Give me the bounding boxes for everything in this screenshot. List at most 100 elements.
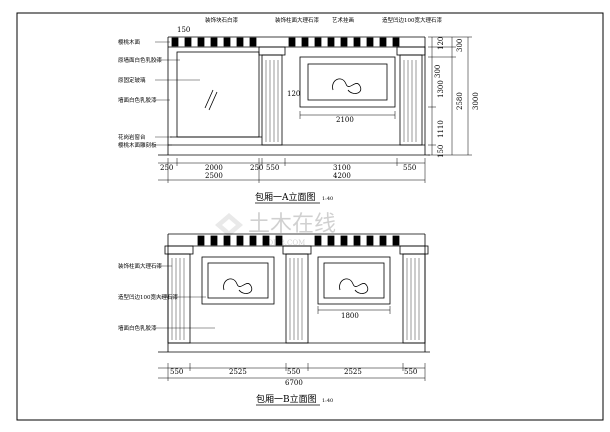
label-top-3: 艺术挂画 xyxy=(332,16,354,24)
dim-a-250-right: 250 xyxy=(250,164,263,172)
elevation-a xyxy=(155,36,472,183)
glass-mark xyxy=(204,89,214,109)
right-dims-a: 120 1300 1110 150 300 300 2580 3000 xyxy=(434,37,480,158)
corbel-block xyxy=(262,235,270,246)
picture-frame-a xyxy=(299,56,396,108)
label-b-side-2: 造型凹边100宽大理石漆 xyxy=(118,293,178,301)
corbel-block xyxy=(353,235,361,246)
watermark-logo-icon xyxy=(215,213,243,237)
label-side-6: 樱桃木面雕刻板 xyxy=(118,141,157,149)
dim-picture-1800: 1800 xyxy=(341,312,359,320)
label-b-side-3: 墙面白色乳胶漆 xyxy=(118,324,157,332)
dim-right-inner-1: 120 xyxy=(437,37,445,50)
dim-a-4200: 4200 xyxy=(333,172,351,180)
corbel-block xyxy=(210,37,218,47)
picture-frame-b1 xyxy=(201,256,275,305)
scale-elevation-a: 1:40 xyxy=(322,196,333,202)
label-b-side-1: 装饰柱面大理石漆 xyxy=(118,262,163,270)
corbel-block xyxy=(184,37,192,47)
corbel-block xyxy=(353,37,361,47)
dim-top-150: 150 xyxy=(177,26,190,34)
corbel-block xyxy=(197,37,205,47)
label-side-3: 原固定玻璃 xyxy=(118,76,146,84)
window-frame xyxy=(176,51,260,138)
label-side-1: 樱桃木面 xyxy=(118,38,141,46)
elevation-b-corbels xyxy=(197,235,400,246)
column-b2 xyxy=(282,245,312,344)
corbel-block xyxy=(236,37,244,47)
sheet-border xyxy=(16,12,604,421)
scale-elevation-b: 1:40 xyxy=(322,398,333,404)
dim-b-550-1: 550 xyxy=(170,368,183,376)
corbel-block xyxy=(249,37,257,47)
corbel-block xyxy=(340,37,348,47)
label-top-1: 装饰块石白漆 xyxy=(205,16,239,24)
glass-mark-2 xyxy=(208,91,218,111)
label-side-4: 墙面白色乳胶漆 xyxy=(118,96,157,104)
dim-a-2000: 2000 xyxy=(205,164,223,172)
dim-right-inner-4: 150 xyxy=(437,145,445,158)
corbel-block xyxy=(301,37,309,47)
column-a2 xyxy=(399,54,423,146)
column-a2-capital xyxy=(396,46,426,56)
dim-b-2525-2: 2525 xyxy=(344,368,362,376)
dim-a-3100: 3100 xyxy=(333,164,351,172)
corbel-block xyxy=(288,37,296,47)
corbel-block xyxy=(197,235,205,246)
dim-right-outer-4: 3000 xyxy=(472,92,480,110)
corbel-block xyxy=(392,235,400,246)
elevation-a-corbels xyxy=(171,37,400,47)
column-b3 xyxy=(399,245,429,344)
corbel-block xyxy=(210,235,218,246)
dim-b-550-3: 550 xyxy=(404,368,417,376)
column-a1 xyxy=(261,54,283,146)
dim-right-inner-2: 1300 xyxy=(437,80,445,98)
label-top-4: 造型凹边100宽大理石漆 xyxy=(382,16,442,24)
corbel-block xyxy=(314,235,322,246)
dim-b-6700: 6700 xyxy=(285,379,303,387)
dim-right-outer-2: 300 xyxy=(456,39,464,52)
watermark-text: 土木在线 xyxy=(248,212,336,237)
artwork-scribble-a xyxy=(332,78,362,94)
dim-picture-2100: 2100 xyxy=(336,116,354,124)
picture-inner-a xyxy=(307,63,388,101)
dim-b-550-2: 550 xyxy=(287,368,300,376)
dim-right-outer-3: 2580 xyxy=(456,92,464,110)
dim-frame-120: 120 xyxy=(287,90,300,98)
label-side-2: 原墙面白色乳胶漆 xyxy=(118,56,163,64)
dim-a-2500: 2500 xyxy=(205,172,223,180)
watermark-url: COI88.COM xyxy=(262,239,305,247)
corbel-block xyxy=(223,235,231,246)
label-side-5: 花岗岩窗台 xyxy=(118,133,146,141)
label-top-2: 装饰柱面大理石漆 xyxy=(275,16,320,24)
corbel-block xyxy=(249,235,257,246)
title-elevation-b: 包厢一B立面图 xyxy=(256,393,317,405)
watermark: 土木在线 COI88.COM xyxy=(215,212,336,247)
corbel-block xyxy=(327,235,335,246)
corbel-block xyxy=(366,235,374,246)
dim-a-550-left: 550 xyxy=(266,164,279,172)
corbel-block xyxy=(379,37,387,47)
corbel-block xyxy=(314,37,322,47)
corbel-block xyxy=(171,37,179,47)
dim-a-550-right: 550 xyxy=(403,164,416,172)
corbel-block xyxy=(392,37,400,47)
corbel-block xyxy=(340,235,348,246)
elevation-b-labels: 装饰柱面大理石漆 造型凹边100宽大理石漆 墙面白色乳胶漆 1800 550 2… xyxy=(118,262,417,406)
corbel-block xyxy=(379,235,387,246)
elevation-b xyxy=(155,233,430,381)
title-elevation-a: 包厢一A立面图 xyxy=(255,191,316,203)
elevation-a-labels: 装饰块石白漆 装饰柱面大理石漆 艺术挂画 造型凹边100宽大理石漆 150 樱桃… xyxy=(118,16,480,204)
column-b1 xyxy=(164,245,194,344)
corbel-block xyxy=(236,235,244,246)
dim-right-inner-3: 1110 xyxy=(437,120,445,138)
corbel-block xyxy=(327,37,335,47)
corbel-block xyxy=(223,37,231,47)
corbel-block xyxy=(366,37,374,47)
picture-frame-b2 xyxy=(317,256,391,305)
column-a1-capital xyxy=(258,46,286,56)
dim-a-250-left: 250 xyxy=(160,164,173,172)
dim-right-outer-1: 300 xyxy=(434,65,442,78)
corbel-block xyxy=(275,235,283,246)
